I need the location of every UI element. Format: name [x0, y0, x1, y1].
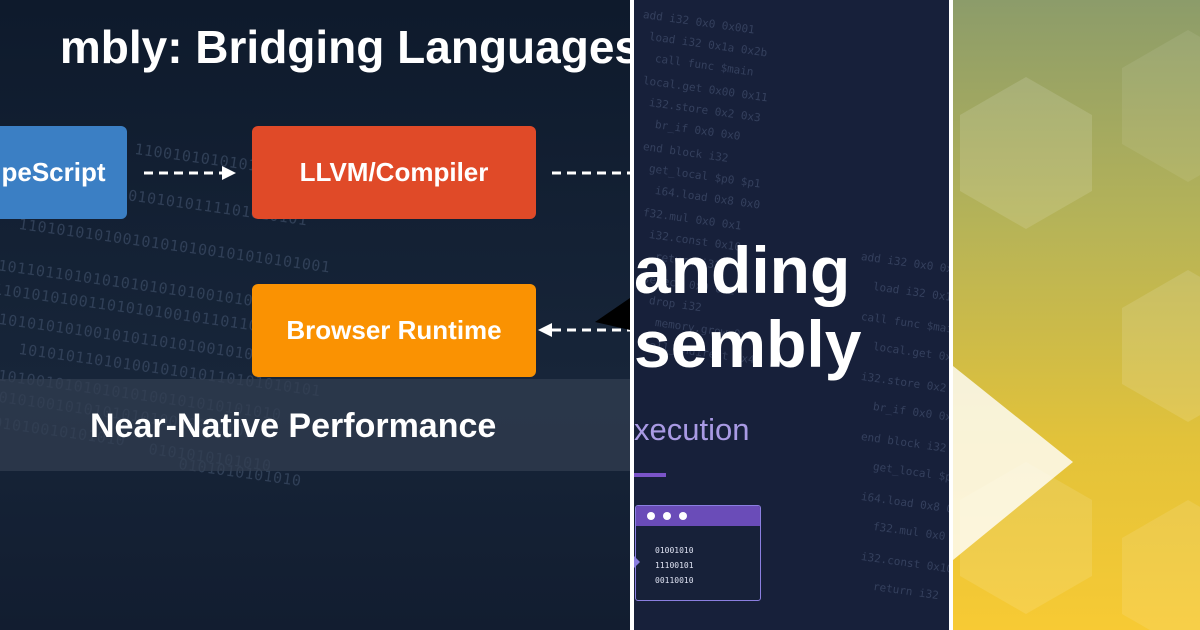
terminal-titlebar: [636, 506, 760, 526]
terminal-dot-icon: [679, 512, 687, 520]
terminal-line: 00110010: [655, 576, 694, 585]
accent-bar: [634, 473, 666, 477]
performance-banner-text: Near-Native Performance: [90, 407, 497, 445]
code-text: br_if 0x0 0x0: [654, 118, 742, 143]
code-text: add i32 0x0 0x001: [860, 250, 949, 279]
terminal-line: 01001010: [655, 546, 694, 555]
title-line-2: sembly: [634, 307, 862, 381]
code-text: i64.load 0x8 0x0: [860, 490, 949, 518]
code-text: i32.const 0x10: [860, 550, 949, 576]
code-text: load i32 0x1a 0x2b: [872, 280, 949, 309]
subtitle: xecution: [634, 412, 750, 447]
hexagon-shape: [1122, 270, 1200, 422]
terminal-line: 11100101: [655, 561, 694, 570]
typescript-box: peScript: [0, 126, 127, 219]
code-text: call func $main: [860, 310, 949, 337]
diagram-title: mbly: Bridging Languages: [59, 21, 630, 73]
code-text: return i32: [872, 580, 940, 603]
terminal-side-arrow-icon: [634, 556, 640, 568]
terminal-dot-icon: [647, 512, 655, 520]
code-text: call func $main: [654, 52, 755, 79]
code-text: end block i32: [860, 430, 948, 455]
code-text: f32.mul 0x0 0x1: [872, 520, 949, 547]
arrowhead-ts-to-llvm: [222, 166, 236, 180]
performance-banner: Near-Native Performance: [0, 379, 630, 471]
play-arrow-shape: [953, 366, 1073, 560]
title-line-1: anding: [634, 233, 851, 307]
browser-runtime-label: Browser Runtime: [286, 315, 502, 345]
code-text: i32.store 0x2 0x3: [860, 370, 949, 399]
black-pointer-shape: [595, 298, 630, 330]
panel-divider-1: [630, 0, 634, 630]
hexagon-shape: [960, 77, 1092, 229]
code-text: end block i32: [642, 140, 730, 165]
browser-runtime-box: Browser Runtime: [252, 284, 536, 377]
hexagon-pattern: [953, 30, 1200, 630]
typescript-label: peScript: [1, 157, 106, 187]
flow-arrows: [144, 166, 630, 337]
terminal-window: 01001010 11100101 00110010: [635, 505, 761, 601]
arrowhead-into-browser: [538, 323, 552, 337]
hexagon-shape: [1122, 500, 1200, 630]
terminal-dot-icon: [663, 512, 671, 520]
panel-divider-2: [949, 0, 953, 630]
hexagon-shape: [1122, 30, 1200, 182]
llvm-compiler-box: LLVM/Compiler: [252, 126, 536, 219]
llvm-compiler-label: LLVM/Compiler: [299, 157, 489, 187]
hexagon-pattern-panel: [953, 0, 1200, 630]
code-text: br_if 0x0 0x0: [872, 400, 949, 425]
code-text: get_local $p0 $p1: [872, 460, 949, 489]
code-text: local.get 0x00 0x11: [872, 340, 949, 370]
